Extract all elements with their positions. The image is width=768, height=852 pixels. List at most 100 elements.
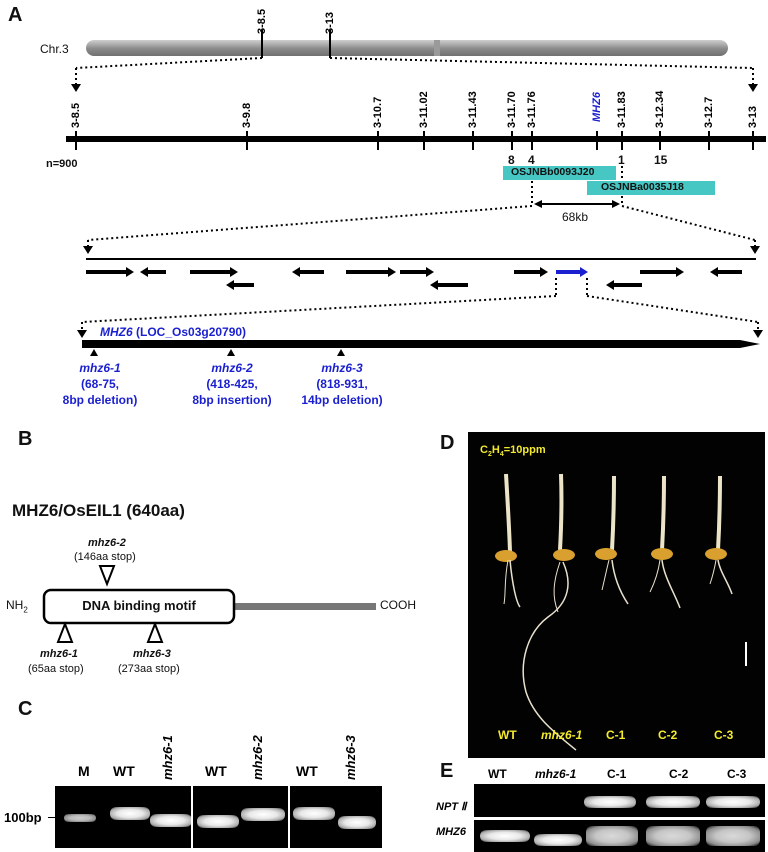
mutant-allele-3: mhz6-3 (818-931, 14bp deletion) xyxy=(294,360,390,408)
gel-e-lane-label: C-1 xyxy=(607,767,627,781)
gel-band xyxy=(293,807,335,820)
gel-e-lane-label: C-2 xyxy=(669,767,689,781)
protein-title: MHZ6/OsEIL1 (640aa) xyxy=(12,501,185,520)
chr-tick-3-13 xyxy=(329,30,331,58)
gel-band xyxy=(646,796,700,808)
gel-lane-label: WT xyxy=(205,763,227,779)
map-marker-label: 3-12.7 xyxy=(703,96,715,128)
gene-title-name: MHZ6 xyxy=(100,325,133,339)
mhz6-map-label: MHZ6 xyxy=(591,92,603,122)
distance-label: 68kb xyxy=(562,210,589,224)
gel-image-c xyxy=(55,786,382,848)
gel-band xyxy=(706,826,760,846)
mutant-b-3-stop: (273aa stop) xyxy=(118,663,180,675)
gel-lane-label: M xyxy=(78,763,90,779)
gel-band xyxy=(706,796,760,808)
mutant-b-3-name: mhz6-3 xyxy=(133,648,171,660)
mutant-name: mhz6-1 xyxy=(79,361,121,375)
bac-clone-1: OSJNBb0093J20 xyxy=(503,166,616,180)
gel-e-lane-label: WT xyxy=(488,767,507,781)
panel-e-letter: E xyxy=(440,760,454,782)
treatment-sub: 4 xyxy=(499,451,504,459)
panel-d-letter: D xyxy=(440,432,455,454)
chromosome-label: Chr.3 xyxy=(40,42,69,56)
bac-clone-1-label: OSJNBb0093J20 xyxy=(511,166,595,178)
panel-a-letter: A xyxy=(8,4,23,26)
gel-lane-label: WT xyxy=(113,763,135,779)
n-terminus-sub: 2 xyxy=(23,605,28,615)
gel-lane-label: mhz6-1 xyxy=(160,735,175,780)
recombinant-count: 8 xyxy=(508,153,515,167)
population-size: n=900 xyxy=(46,158,78,170)
gel-image-e-npt xyxy=(474,784,765,817)
seedling-label: C-3 xyxy=(714,728,734,742)
treatment-part: C xyxy=(480,444,488,456)
gel-separator xyxy=(191,786,193,848)
map-marker-label: 3-11.83 xyxy=(616,91,628,128)
chromosome-bar xyxy=(86,40,728,56)
gel-e-row-label: MHZ6 xyxy=(436,826,466,838)
gene-title: MHZ6 (LOC_Os03g20790) xyxy=(100,325,246,339)
gel-lane-label: mhz6-3 xyxy=(343,735,358,780)
map-marker-label: 3-12.34 xyxy=(654,90,666,128)
seedling-label: C-2 xyxy=(658,728,678,742)
gel-e-lane-label: C-3 xyxy=(727,767,747,781)
mutant-detail: (68-75, xyxy=(80,377,120,391)
gel-band xyxy=(64,814,96,822)
seedling-label: WT xyxy=(498,728,517,742)
recombinant-count: 4 xyxy=(528,153,535,167)
gel-band xyxy=(586,826,638,846)
gel-lane-label: mhz6-2 xyxy=(250,735,265,780)
protein-mut-triangles xyxy=(56,621,164,643)
mutant-b-2-name: mhz6-2 xyxy=(88,537,126,549)
mutant-detail: 14bp deletion) xyxy=(301,393,383,407)
gel-band xyxy=(480,830,530,842)
map-marker-label: 3-9.8 xyxy=(241,102,253,128)
gel-lane-label: WT xyxy=(296,763,318,779)
c-terminus: COOH xyxy=(380,598,416,612)
gel-band xyxy=(110,807,150,820)
mutant-b-2-stop: (146aa stop) xyxy=(74,551,136,563)
dna-binding-domain: DNA binding motif xyxy=(82,598,196,613)
treatment-part: H xyxy=(491,444,500,456)
gel-band xyxy=(197,815,239,828)
gel-band xyxy=(534,834,582,846)
n-terminus-text: NH xyxy=(6,598,24,612)
mutant-name: mhz6-3 xyxy=(321,361,363,375)
gel-band xyxy=(150,814,192,827)
mutant-allele-1: mhz6-1 (68-75, 8bp deletion) xyxy=(56,360,144,408)
gel-band xyxy=(584,796,636,808)
n-terminus: NH2 xyxy=(6,598,28,614)
size-marker-tick xyxy=(48,817,56,818)
gel-separator xyxy=(288,786,290,848)
map-marker-label: 3-8.5 xyxy=(70,102,82,128)
mutant-detail: 8bp deletion) xyxy=(62,393,138,407)
mutant-b-1-stop: (65aa stop) xyxy=(28,663,84,675)
recombinant-count: 1 xyxy=(618,153,625,167)
seedling-photo: C2H4=10ppm WT mhz6-1 C-1 C-2 C-3 xyxy=(468,432,765,758)
gel-band xyxy=(241,808,285,821)
seedling-label: mhz6-1 xyxy=(541,728,583,742)
gel-e-lane-label: mhz6-1 xyxy=(535,767,577,781)
panel-a-lines xyxy=(66,57,766,356)
map-marker-label: 3-10.7 xyxy=(372,96,384,128)
gene-title-locus: (LOC_Os03g20790) xyxy=(132,325,247,339)
treatment-part: =10ppm xyxy=(503,444,546,456)
mutant-allele-2: mhz6-2 (418-425, 8bp insertion) xyxy=(184,360,280,408)
panel-b-letter: B xyxy=(18,428,33,450)
protein-diagram xyxy=(42,565,376,625)
size-marker-label: 100bp xyxy=(4,810,42,825)
map-marker-label: 3-13 xyxy=(747,105,759,128)
map-marker-label: 3-11.76 xyxy=(526,91,538,128)
recombinant-count: 15 xyxy=(654,153,668,167)
centromere xyxy=(434,40,440,56)
gel-image-e-mhz6 xyxy=(474,820,765,852)
bac-clone-2-label: OSJNBa0035J18 xyxy=(601,181,684,193)
seedling-label: C-1 xyxy=(606,728,626,742)
seedlings xyxy=(495,473,747,751)
gel-e-row-label: NPT Ⅱ xyxy=(436,801,467,813)
treatment-label: C2H4=10ppm xyxy=(480,444,546,458)
map-marker-label: 3-11.43 xyxy=(467,91,479,128)
mutant-detail: (418-425, xyxy=(206,377,258,391)
mutant-name: mhz6-2 xyxy=(211,361,253,375)
